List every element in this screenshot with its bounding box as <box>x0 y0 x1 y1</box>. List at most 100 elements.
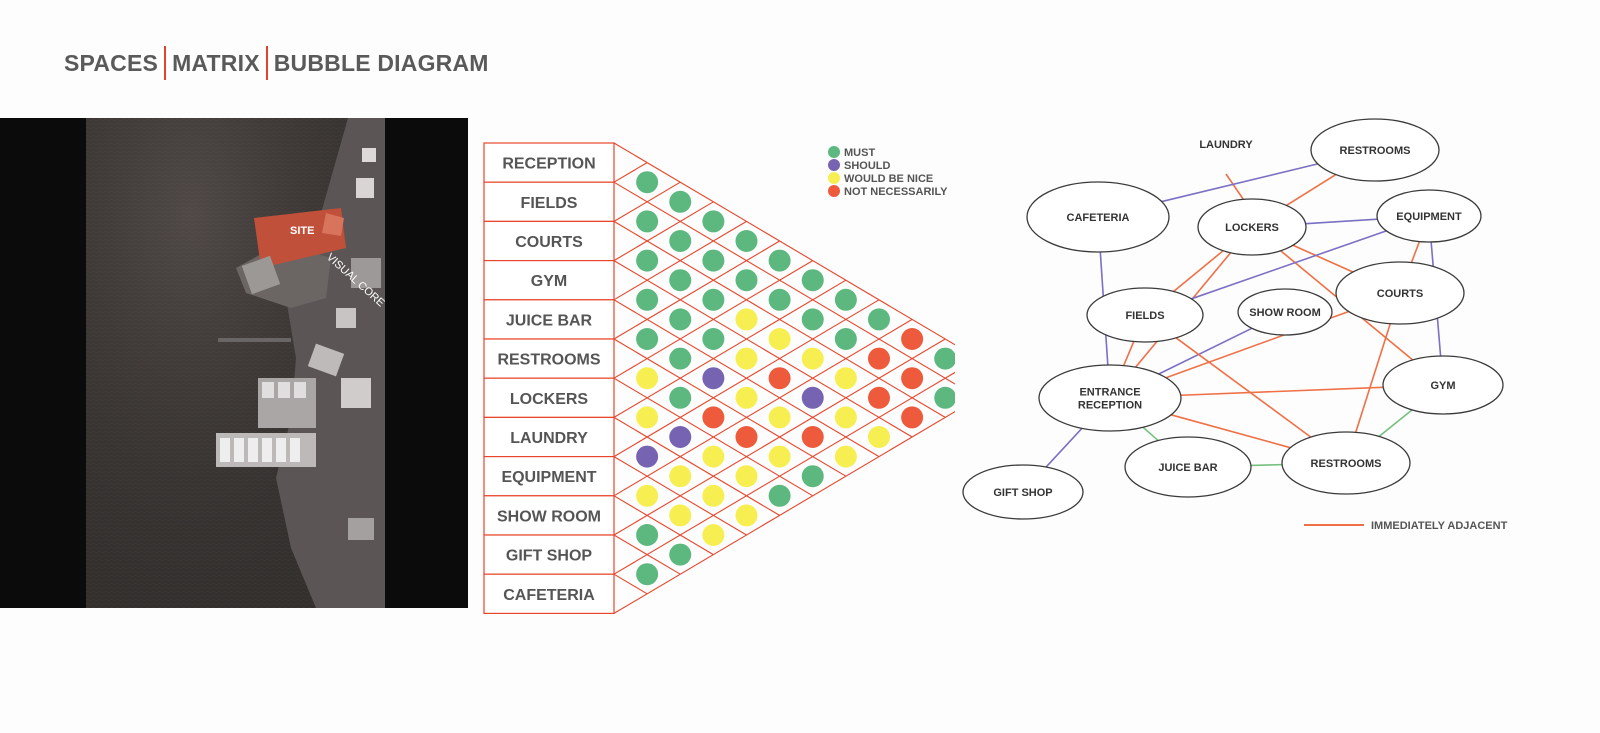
bubble-gift_shop <box>962 464 1084 520</box>
legend-label: SHOULD <box>844 160 891 172</box>
relation-dot <box>768 484 791 507</box>
relation-dot <box>768 367 791 390</box>
title-matrix: MATRIX <box>172 49 260 76</box>
bubble-label-entrance: ENTRANCE <box>1079 387 1140 399</box>
line-legend-label: IMMEDIATELY ADJACENT <box>1371 520 1508 530</box>
bubble-label-juice_bar: JUICE BAR <box>1158 462 1217 474</box>
matrix-gridline <box>613 162 648 183</box>
matrix-gridline <box>613 220 747 301</box>
space-label-box <box>483 456 615 497</box>
relation-dot <box>636 171 659 194</box>
page-title: SPACES MATRIX BUBBLE DIAGRAM <box>64 46 489 80</box>
legend-dot <box>828 159 840 171</box>
space-label-box <box>483 220 615 262</box>
relation-dot <box>768 288 791 311</box>
relation-dot <box>702 484 725 507</box>
pier-area <box>236 243 331 308</box>
relation-dot <box>702 249 725 272</box>
legend-label: WOULD BE NICE <box>844 173 933 185</box>
relation-dot <box>669 190 692 213</box>
relation-dot <box>834 288 857 311</box>
relation-dot <box>735 504 758 527</box>
relation-dot <box>702 328 725 350</box>
legend-label: MUST <box>844 147 875 159</box>
relation-dot <box>702 524 725 546</box>
relation-dot <box>768 328 791 350</box>
bubble-label-entrance: RECEPTION <box>1078 400 1142 412</box>
bubble-courts <box>1335 261 1465 325</box>
relation-dot <box>801 269 824 292</box>
matrix-gridline <box>613 201 714 262</box>
space-label: JUICE BAR <box>506 312 593 329</box>
bubble-connection <box>1292 244 1354 273</box>
relation-dot <box>801 347 824 370</box>
bubble-label-laundry: LAUNDRY <box>1199 139 1253 151</box>
bubble-connection <box>1191 230 1387 300</box>
relation-dot <box>636 524 659 546</box>
bubble-cafeteria <box>1026 181 1170 253</box>
relation-dot <box>934 347 955 370</box>
relation-dot <box>901 406 924 429</box>
space-label: CAFETERIA <box>503 587 595 604</box>
space-label: RECEPTION <box>502 156 595 173</box>
relation-dot <box>669 269 692 292</box>
bubble-equipment <box>1376 189 1482 243</box>
matrix-gridline <box>613 410 955 614</box>
bubble-connection <box>1142 426 1159 442</box>
space-label-box <box>483 377 615 418</box>
title-bubble-diagram: BUBBLE DIAGRAM <box>273 49 489 76</box>
legend-dot <box>828 172 840 184</box>
title-divider <box>164 46 167 80</box>
site-highlight <box>254 208 346 268</box>
space-label: SHOW ROOM <box>497 508 601 525</box>
space-label-box <box>483 142 615 183</box>
relation-dot <box>901 328 924 350</box>
relation-dot <box>702 367 725 390</box>
space-label: RESTROOMS <box>497 352 600 369</box>
bubble-connection <box>1170 414 1291 449</box>
relation-dot <box>669 386 692 409</box>
space-label: COURTS <box>515 234 583 251</box>
relation-dot <box>636 328 659 350</box>
matrix-gridline <box>613 260 913 438</box>
space-label-box <box>483 534 615 575</box>
legend-dot <box>828 185 840 197</box>
matrix-gridline <box>613 318 913 497</box>
bubble-gym <box>1382 355 1504 415</box>
relation-dot <box>636 210 659 233</box>
bubble-label-gym: GYM <box>1430 380 1455 392</box>
bubble-connection <box>1378 409 1413 438</box>
aerial-site-photo: SITE VISUAL CORE <box>0 118 468 608</box>
relation-dot <box>768 445 791 468</box>
bubble-connection <box>1180 386 1384 397</box>
space-label-box <box>483 181 615 223</box>
relation-dot <box>735 426 758 448</box>
bubble-label-fields: FIELDS <box>1125 310 1164 322</box>
relation-dot <box>834 406 857 429</box>
bubble-fields <box>1086 287 1204 343</box>
matrix-gridline <box>613 181 681 222</box>
space-label: FIELDS <box>521 195 578 212</box>
relation-dot <box>735 465 758 488</box>
bubble-connection <box>1286 173 1337 207</box>
relation-dot <box>867 308 890 331</box>
matrix-gridline <box>613 371 955 575</box>
space-label: EQUIPMENT <box>501 469 596 486</box>
site-label: SITE <box>290 225 314 237</box>
relation-dot <box>669 543 692 566</box>
space-label-box <box>483 299 615 340</box>
relation-dot <box>636 406 659 429</box>
relation-dot <box>735 269 758 292</box>
relation-dot <box>669 230 692 252</box>
matrix-gridline <box>613 181 955 385</box>
adjacency-matrix: RECEPTION FIELDS COURTS GYM JUICE BAR RESTROO… <box>483 142 955 615</box>
space-label: LOCKERS <box>510 391 589 408</box>
relation-dot <box>801 386 824 409</box>
space-label: GYM <box>531 273 567 290</box>
bubble-label-show_room: SHOW ROOM <box>1249 307 1321 319</box>
space-label: LAUNDRY <box>510 430 588 447</box>
relation-dot <box>801 308 824 331</box>
bubble-connection <box>1175 337 1312 438</box>
bubble-connection <box>1305 218 1378 225</box>
matrix-gridline <box>613 260 814 379</box>
